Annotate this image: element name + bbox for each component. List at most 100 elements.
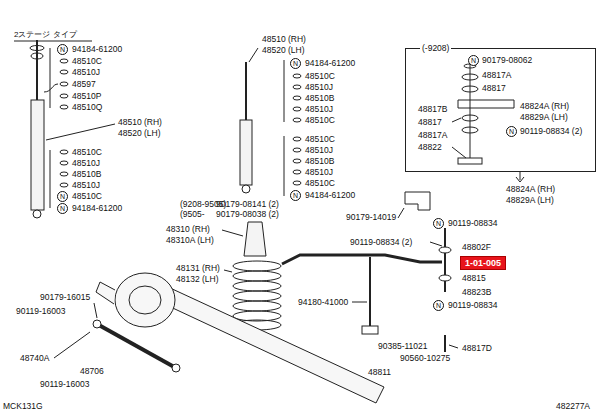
part-number: 90560-10275 (400, 353, 450, 363)
washer (60, 94, 68, 98)
part-number: 48510J (305, 167, 333, 177)
leader-line (398, 208, 404, 218)
washer (30, 46, 44, 51)
part-number: (9505- (180, 209, 205, 219)
washer (60, 82, 68, 86)
highlight-box: 1-01-005 (460, 256, 506, 270)
washer (293, 74, 301, 78)
symbol-mark: N (57, 191, 68, 202)
part-number: 48510B (305, 156, 334, 166)
symbol-mark: N (290, 190, 301, 201)
washer (293, 107, 301, 111)
part-number: 48740A (20, 353, 49, 363)
part-number: 2ステージ タイプ (14, 30, 77, 40)
leader-line (452, 118, 461, 122)
bracket-line (50, 150, 51, 208)
part-number: 48815 (462, 273, 486, 283)
part-number: 48510J (72, 158, 100, 168)
leader-line (352, 302, 367, 303)
part-number: 90119-08834 (2) (520, 126, 582, 136)
leader-line (449, 345, 458, 348)
heading-underline (14, 41, 92, 42)
lateral-rod (97, 324, 176, 368)
part-number: 482277A (556, 401, 590, 411)
rod-eye (93, 320, 101, 328)
part-number: 48510P (72, 91, 101, 101)
washer (60, 161, 68, 165)
axle-tube (162, 287, 384, 403)
part-number: 94184-61200 (305, 58, 355, 68)
inset-base (458, 158, 482, 164)
part-number: 48510B (72, 169, 101, 179)
rod-eye (172, 364, 180, 372)
arm-bracket (362, 326, 378, 334)
shock-rod (36, 40, 38, 100)
bushing (31, 53, 43, 59)
part-number: 48510C (305, 115, 335, 125)
part-number: 48817A (418, 130, 447, 140)
washer (293, 85, 301, 89)
bump-stop (244, 222, 266, 256)
illustration-lines (30, 40, 524, 403)
part-number: MCK131G (3, 401, 43, 411)
frame-bracket (405, 192, 430, 210)
part-number: 48510C (305, 178, 335, 188)
bracket-line (50, 48, 51, 108)
differential-cover (129, 286, 161, 314)
part-number: 48817A (482, 70, 511, 80)
symbol-mark: N (57, 44, 68, 55)
part-number: 90179-14019 (346, 212, 396, 222)
part-number: 94180-41000 (298, 297, 348, 307)
stabilizer-arm (369, 257, 371, 330)
part-number: 48510J (305, 82, 333, 92)
coil-spring (233, 261, 281, 330)
part-number: 48706 (80, 366, 104, 376)
part-number: 48822 (418, 142, 442, 152)
part-number: 48817 (418, 117, 442, 127)
bushing (439, 247, 451, 253)
symbol-mark: N (57, 203, 68, 214)
washer (293, 170, 301, 174)
washer (293, 148, 301, 152)
part-number: 48510B (305, 93, 334, 103)
part-number: 90119-08834 (448, 300, 497, 310)
symbol-mark: N (290, 58, 301, 69)
reference-arrow (520, 172, 521, 180)
bushing (439, 275, 451, 281)
part-number: 48824A (RH) (506, 184, 555, 194)
differential (115, 273, 175, 327)
part-number: 90179-08038 (2) (216, 209, 279, 219)
part-number: 48802F (462, 242, 491, 252)
washer (293, 159, 301, 163)
bracket-line (284, 136, 285, 196)
part-number: 48132 (LH) (176, 274, 219, 284)
part-number: 48510C (72, 191, 102, 201)
wire (44, 84, 58, 92)
part-number: 48817B (418, 104, 447, 114)
part-number: 48824A (RH) (520, 101, 569, 111)
washer (60, 105, 68, 109)
symbol-mark: N (433, 300, 444, 311)
part-number: 90179-08141 (2) (216, 199, 279, 209)
part-number: 90179-08062 (482, 55, 532, 65)
part-number: 90119-16003 (40, 379, 89, 389)
part-number: 48597 (72, 79, 96, 89)
part-number: 48510C (72, 56, 102, 66)
part-number: 48520 (LH) (262, 45, 305, 55)
part-number: 90385-11021 (378, 341, 427, 351)
washer (60, 183, 68, 187)
part-number: 94184-61200 (72, 44, 122, 54)
washer (293, 96, 301, 100)
stabilizer-bar (282, 255, 442, 264)
leader-line (224, 270, 232, 272)
part-number: 90119-08834 (2) (350, 237, 412, 247)
part-number: 48510 (RH) (262, 34, 306, 44)
part-number: 48510C (72, 147, 102, 157)
part-number: 48510Q (72, 102, 102, 112)
reference-arrowhead (516, 177, 524, 182)
part-number: 94184-61200 (72, 203, 122, 213)
shock-eye (33, 210, 41, 218)
washer (60, 59, 68, 63)
leader-line (452, 147, 466, 158)
